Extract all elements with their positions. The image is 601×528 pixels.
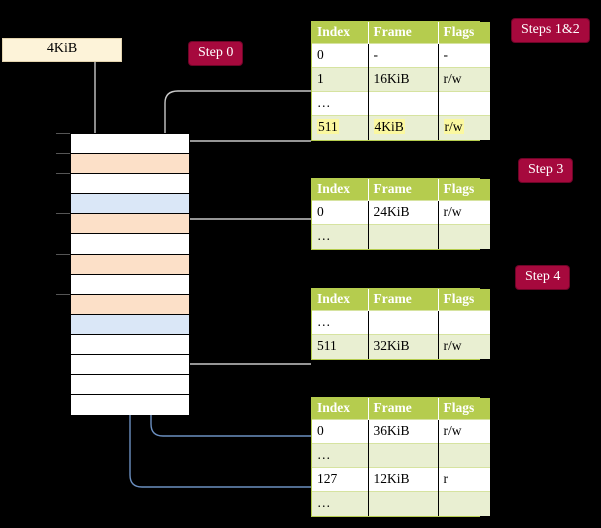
- table-cell: [368, 443, 439, 468]
- memory-tick: [56, 133, 70, 134]
- physical-memory-column: [70, 133, 190, 416]
- memory-frame-row: [71, 154, 189, 175]
- memory-frame-row: [71, 314, 189, 335]
- table-cell: …: [312, 224, 369, 249]
- highlighted-value: r/w: [443, 119, 464, 135]
- column-header-index: Index: [312, 179, 369, 201]
- table-cell: 1: [312, 67, 369, 92]
- table-cell: r/w: [438, 200, 490, 225]
- table-row: …: [312, 224, 490, 249]
- highlighted-value: 4KiB: [373, 119, 405, 135]
- table-cell: …: [312, 91, 369, 116]
- memory-frame-row: [71, 134, 189, 155]
- memory-frame-row: [71, 274, 189, 295]
- table-row: 511 4KiB r/w: [312, 115, 490, 140]
- memory-tick: [56, 253, 70, 255]
- column-header-frame: Frame: [368, 179, 439, 201]
- table-row: …: [312, 91, 490, 116]
- table-cell: r/w: [438, 419, 490, 444]
- table-cell: 0: [312, 419, 369, 444]
- table-cell: [438, 443, 490, 468]
- table-row: 0--: [312, 43, 490, 68]
- table-cell: r/w: [438, 67, 490, 92]
- table-cell: 511: [312, 115, 369, 140]
- badge-step-3: Step 3: [519, 159, 573, 182]
- memory-frame-row: [71, 254, 189, 275]
- memory-frame-row: [71, 234, 189, 255]
- table-cell: -: [438, 43, 490, 68]
- table-cell: 127: [312, 467, 369, 492]
- column-header-frame: Frame: [368, 289, 439, 311]
- table-cell: [438, 224, 490, 249]
- table-cell: …: [312, 491, 369, 516]
- column-header-flags: Flags: [438, 398, 490, 420]
- table-cell: [438, 91, 490, 116]
- column-header-frame: Frame: [368, 398, 439, 420]
- table-cell: …: [312, 310, 369, 335]
- highlighted-value: 511: [317, 119, 339, 135]
- source-frame-box: 4KiB: [2, 38, 122, 62]
- column-header-index: Index: [312, 398, 369, 420]
- table-cell: [438, 310, 490, 335]
- column-header-index: Index: [312, 22, 369, 44]
- column-header-flags: Flags: [438, 22, 490, 44]
- badge-steps-1-2: Steps 1&2: [512, 19, 589, 42]
- table-cell: r/w: [438, 115, 490, 140]
- table-cell: 16KiB: [368, 67, 439, 92]
- memory-tick: [56, 153, 70, 155]
- table-cell: -: [368, 43, 439, 68]
- table-cell: …: [312, 443, 369, 468]
- memory-frame-row: [71, 214, 189, 235]
- memory-tick: [56, 293, 70, 295]
- column-header-flags: Flags: [438, 179, 490, 201]
- memory-tick: [56, 213, 70, 215]
- table-cell: 24KiB: [368, 200, 439, 225]
- table-row: …: [312, 310, 490, 335]
- table-cell: [368, 224, 439, 249]
- memory-frame-row: [71, 395, 189, 416]
- table-cell: r: [438, 467, 490, 492]
- memory-frame-row: [71, 194, 189, 215]
- table-cell: 12KiB: [368, 467, 439, 492]
- table-cell: 0: [312, 200, 369, 225]
- column-header-flags: Flags: [438, 289, 490, 311]
- memory-frame-row: [71, 335, 189, 356]
- table-row: …: [312, 491, 490, 516]
- table-row: …: [312, 443, 490, 468]
- memory-frame-row: [71, 294, 189, 315]
- table-cell: 0: [312, 43, 369, 68]
- table-cell: 511: [312, 334, 369, 359]
- table-cell: [368, 310, 439, 335]
- badge-step-0: Step 0: [189, 42, 243, 65]
- memory-frame-row: [71, 174, 189, 195]
- memory-frame-row: [71, 375, 189, 396]
- table-cell: [438, 491, 490, 516]
- table-cell: 4KiB: [368, 115, 439, 140]
- memory-frame-row: [71, 355, 189, 376]
- table-cell: 32KiB: [368, 334, 439, 359]
- column-header-frame: Frame: [368, 22, 439, 44]
- memory-tick: [56, 173, 70, 175]
- table-cell: 36KiB: [368, 419, 439, 444]
- table-cell: [368, 491, 439, 516]
- table-cell: r/w: [438, 334, 490, 359]
- table-cell: [368, 91, 439, 116]
- badge-step-4: Step 4: [516, 266, 570, 289]
- column-header-index: Index: [312, 289, 369, 311]
